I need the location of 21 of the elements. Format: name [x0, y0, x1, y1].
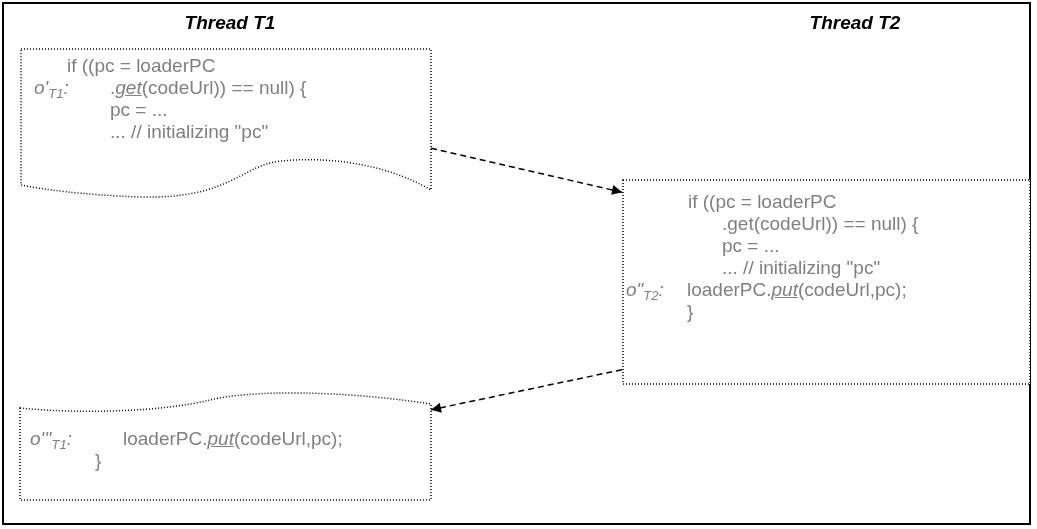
- dashed-arrow: [430, 147, 623, 195]
- dashed-arrow: [430, 368, 623, 413]
- code-line: loaderPC.put(codeUrl,pc);: [687, 279, 907, 301]
- code-line: if ((pc = loaderPC: [688, 191, 837, 213]
- code-line: if ((pc = loaderPC: [67, 55, 216, 77]
- line-marker: o'''$_{T1}$:: [30, 428, 72, 454]
- code-line: .get(codeUrl)) == null) {: [110, 77, 307, 99]
- code-box: [21, 49, 431, 197]
- code-line: pc = ...: [110, 99, 168, 121]
- line-marker: o"$_{T2}$:: [626, 279, 664, 305]
- code-line: ... // initializing "pc": [722, 257, 881, 279]
- thread-title: Thread T1: [184, 12, 276, 34]
- code-line: pc = ...: [722, 235, 780, 257]
- code-line: .get(codeUrl)) == null) {: [722, 213, 919, 235]
- code-line: loaderPC.put(codeUrl,pc);: [123, 428, 343, 450]
- code-line: }: [687, 301, 694, 323]
- code-box: [20, 390, 431, 500]
- code-line: ... // initializing "pc": [110, 121, 269, 143]
- code-line: }: [95, 450, 102, 472]
- thread-title: Thread T2: [809, 12, 901, 34]
- line-marker: o'$_{T1}$:: [34, 77, 69, 103]
